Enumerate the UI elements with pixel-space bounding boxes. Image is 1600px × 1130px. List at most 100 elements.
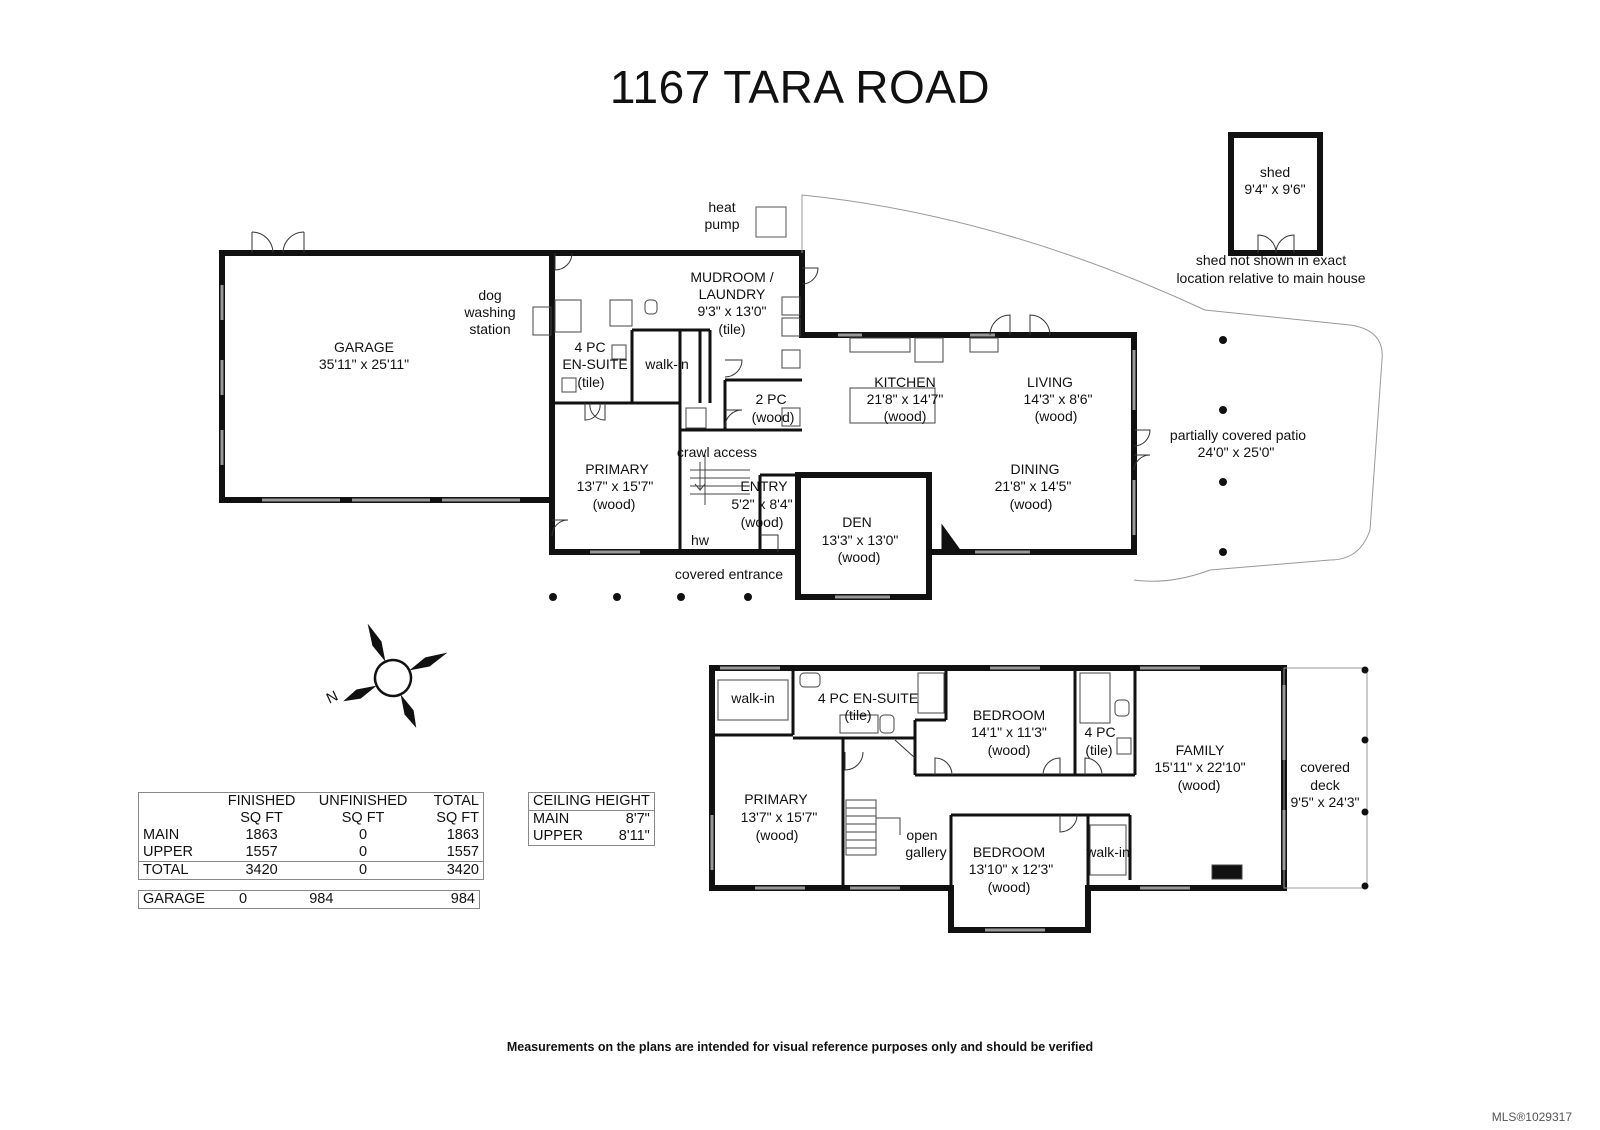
area-r1-2: 0 <box>359 844 368 860</box>
dining-dims: 21'8" x 14'5" <box>995 478 1072 494</box>
heat-pump-1: heat <box>708 199 735 215</box>
area-h2-0 <box>139 810 218 827</box>
primary-name: PRIMARY <box>585 461 649 477</box>
living-dims: 14'3" x 8'6" <box>1024 391 1093 407</box>
u-gallery-1: open <box>906 827 937 843</box>
area-table: FINISHED UNFINISHED TOTAL SQ FT SQ FT SQ… <box>138 792 484 909</box>
u-4pc-floor: (tile) <box>1085 742 1112 758</box>
mls-number: MLS®1029317 <box>1491 1110 1572 1124</box>
u-primary-dims: 13'7" x 15'7" <box>741 809 818 825</box>
u-walkin1: walk-in <box>730 690 775 706</box>
area-r2-3: 3420 <box>446 862 479 878</box>
u-bed1-name: BEDROOM <box>973 707 1045 723</box>
patio-name: partially covered patio <box>1170 427 1306 443</box>
primary-dims: 13'7" x 15'7" <box>577 478 654 494</box>
entry-dims: 5'2" x 8'4" <box>731 496 792 512</box>
area-r0-2: 0 <box>359 827 368 843</box>
u-deck-1: covered <box>1300 759 1350 775</box>
patio-outline <box>801 194 1383 582</box>
kitchen-dims: 21'8" x 14'7" <box>867 391 944 407</box>
area-r1-1: 1557 <box>245 844 278 860</box>
dog-wash-1: dog <box>478 287 501 303</box>
u-primary-floor: (wood) <box>756 827 799 843</box>
u-gallery-2: gallery <box>905 844 946 860</box>
garage-row-3: 984 <box>450 891 475 907</box>
u-bed2-name: BEDROOM <box>973 844 1045 860</box>
main-labels: GARAGE 35'11" x 25'11" dog washing stati… <box>319 164 1366 582</box>
dog-wash-2: washing <box>463 304 515 320</box>
mudroom-name1: MUDROOM / <box>690 269 773 285</box>
patio-dims: 24'0" x 25'0" <box>1198 444 1275 460</box>
u-bed2-dims: 13'10" x 12'3" <box>969 861 1054 877</box>
shed-note-1: shed not shown in exact <box>1196 252 1346 268</box>
area-h1-0 <box>139 793 218 811</box>
u-deck-dims: 9'5" x 24'3" <box>1291 794 1360 810</box>
dog-wash-3: station <box>469 321 510 337</box>
u-walkin2: walk-in <box>1085 844 1130 860</box>
heat-pump-2: pump <box>704 216 739 232</box>
area-r2-0: TOTAL <box>143 862 189 878</box>
area-r1-3: 1557 <box>446 844 479 860</box>
patio-posts <box>1219 336 1227 556</box>
area-r0-0: MAIN <box>143 827 180 843</box>
area-h2-1: SQ FT <box>240 810 283 826</box>
shed-name: shed <box>1260 164 1290 180</box>
entrance-posts <box>549 593 752 601</box>
heat-pump-box <box>755 206 787 238</box>
plan-title: 1167 TARA ROAD <box>609 61 991 113</box>
ensuite-floor: (tile) <box>577 374 604 390</box>
hw-label: hw <box>691 532 710 548</box>
area-h2-2: SQ FT <box>341 810 385 826</box>
primary-floor: (wood) <box>593 496 636 512</box>
covered-deck-outline <box>1283 667 1368 889</box>
ensuite-name1: 4 PC <box>574 339 605 355</box>
u-bed1-floor: (wood) <box>988 742 1031 758</box>
den-floor: (wood) <box>838 549 881 565</box>
u-ensuite-floor: (tile) <box>844 707 871 723</box>
den-name: DEN <box>842 514 872 530</box>
shed-note-2: location relative to main house <box>1176 270 1365 286</box>
u-bed2-floor: (wood) <box>988 879 1031 895</box>
u-bed1-dims: 14'1" x 11'3" <box>971 724 1047 740</box>
u-family-name: FAMILY <box>1176 742 1225 758</box>
area-r1-0: UPPER <box>143 844 193 860</box>
ceiling-header: CEILING HEIGHT <box>533 793 650 809</box>
walkin-label: walk-in <box>644 356 689 372</box>
upper-floor <box>709 665 1369 933</box>
area-r0-1: 1863 <box>245 827 278 843</box>
upper-labels: walk-in 4 PC EN-SUITE (tile) BEDROOM 14'… <box>730 690 1359 895</box>
ceiling-r0-0: MAIN <box>533 811 570 827</box>
ceiling-table: CEILING HEIGHT MAIN 8'7" UPPER 8'11" <box>528 792 655 846</box>
main-floor <box>219 132 1383 600</box>
den-dims: 13'3" x 13'0" <box>822 532 899 548</box>
living-name: LIVING <box>1027 374 1073 390</box>
garage-row-2: 984 <box>309 891 334 907</box>
area-h1-2: UNFINISHED <box>318 793 408 809</box>
entry-name: ENTRY <box>740 478 788 494</box>
garage-dims: 35'11" x 25'11" <box>319 356 409 372</box>
twopc-floor: (wood) <box>752 409 795 425</box>
u-family-floor: (wood) <box>1178 777 1221 793</box>
kitchen-floor: (wood) <box>884 408 927 424</box>
u-ensuite-name: 4 PC EN-SUITE <box>818 690 918 706</box>
ceiling-r1-0: UPPER <box>533 828 583 844</box>
area-r2-2: 0 <box>359 862 368 878</box>
ceiling-r0-1: 8'7" <box>625 811 650 827</box>
mudroom-floor: (tile) <box>718 321 745 337</box>
crawl-label: crawl access <box>677 444 757 460</box>
ensuite-name2: EN-SUITE <box>562 356 627 372</box>
area-r0-3: 1863 <box>446 827 479 843</box>
mudroom-dims: 9'3" x 13'0" <box>698 303 767 319</box>
u-family-dims: 15'11" x 22'10" <box>1154 759 1245 775</box>
area-h2-3: SQ FT <box>436 810 479 826</box>
living-floor: (wood) <box>1035 408 1078 424</box>
garage-row-1: 0 <box>239 891 248 907</box>
u-4pc-name: 4 PC <box>1084 724 1115 740</box>
dining-name: DINING <box>1011 461 1060 477</box>
garage-row-0: GARAGE <box>143 891 206 907</box>
covered-entrance-label: covered entrance <box>675 566 783 582</box>
u-deck-2: deck <box>1310 777 1341 793</box>
compass-icon <box>343 623 448 728</box>
garage-name: GARAGE <box>334 339 394 355</box>
